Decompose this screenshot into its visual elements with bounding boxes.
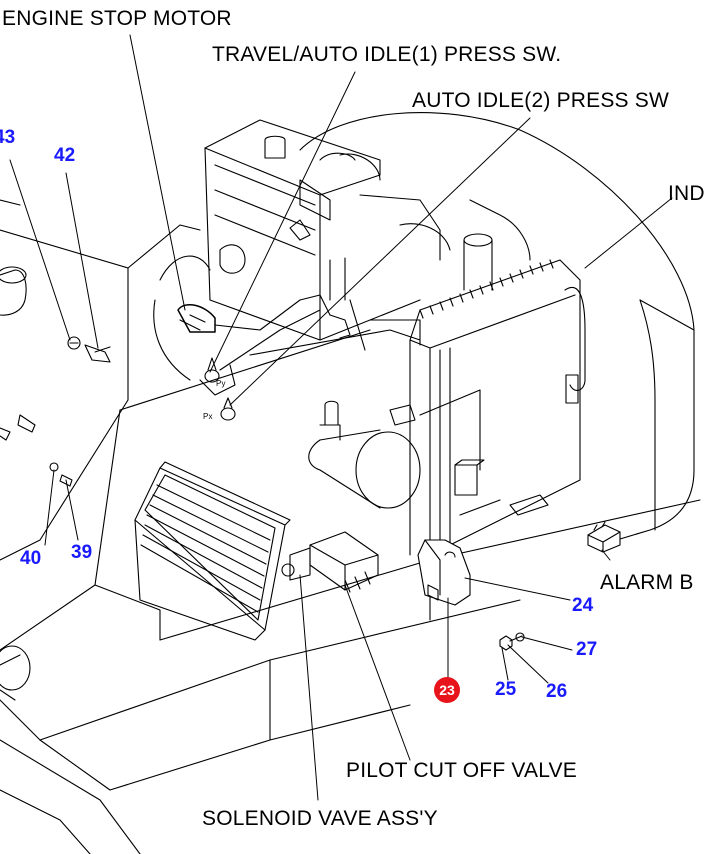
engine-block <box>153 119 493 396</box>
callout-25[interactable]: 25 <box>495 679 517 700</box>
callout-26[interactable]: 26 <box>546 681 568 702</box>
label-alarm-buzzer: ALARM B <box>600 571 694 594</box>
label-ind: IND <box>668 182 705 205</box>
machine-frame <box>0 199 701 854</box>
label-pilot-cut-off-valve: PILOT CUT OFF VALVE <box>346 759 577 782</box>
callout-43[interactable]: 43 <box>0 127 16 148</box>
leader-lines <box>9 34 673 801</box>
alarm-buzzer <box>587 521 621 553</box>
radiator <box>389 259 586 561</box>
label-travel-auto-idle-press-switch: TRAVEL/AUTO IDLE(1) PRESS SW. <box>212 43 562 66</box>
solenoid-valve-assy <box>281 531 379 593</box>
label-solenoid-valve-assy: SOLENOID VAVE ASS'Y <box>202 807 438 830</box>
bolt-hardware <box>499 632 525 651</box>
port-mark-px: Px <box>203 412 213 421</box>
callout-42[interactable]: 42 <box>54 145 76 166</box>
callout-40[interactable]: 40 <box>20 548 42 569</box>
switch-components <box>177 294 351 421</box>
callout-27[interactable]: 27 <box>576 639 598 660</box>
oil-cooler <box>134 461 291 641</box>
callout-24[interactable]: 24 <box>572 595 594 616</box>
callout-23-highlighted[interactable]: 23 <box>434 677 460 703</box>
callout-39[interactable]: 39 <box>71 542 93 563</box>
counterweight-shell <box>299 112 695 546</box>
label-auto-idle-2-press-switch: AUTO IDLE(2) PRESS SW <box>412 89 670 112</box>
left-components <box>0 266 111 487</box>
port-mark-py: Py <box>216 379 226 388</box>
pilot-cut-off-valve <box>417 539 471 606</box>
label-engine-stop-motor: ENGINE STOP MOTOR <box>2 7 232 30</box>
pump-motor <box>308 400 421 509</box>
